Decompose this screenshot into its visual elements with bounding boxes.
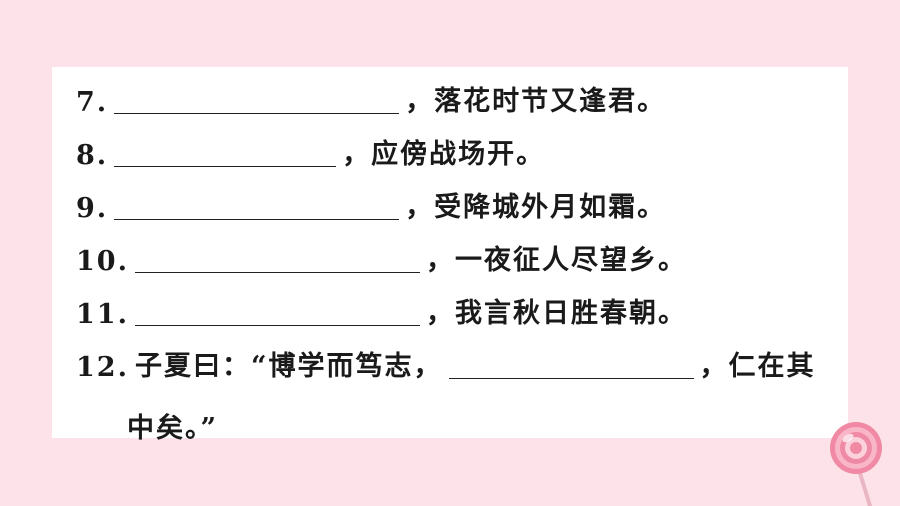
question-7: 7. ，落花时节又逢君。 [76,82,666,118]
question-11: 11. ，我言秋日胜春朝。 [76,294,687,330]
question-text: ，落花时节又逢君。 [405,86,667,117]
question-number: 8. [76,140,109,171]
question-text: ，仁在其 [699,351,816,382]
question-text: ，受降城外月如霜。 [405,192,667,223]
question-10: 10. ，一夜征人尽望乡。 [76,241,687,277]
question-12-continuation: 中矣。” [127,413,219,444]
answer-blank[interactable] [114,87,400,114]
question-text: ，一夜征人尽望乡。 [425,245,687,276]
question-card: 7. ，落花时节又逢君。 8. ，应傍战场开。 9. ，受降城外月如霜。 10.… [52,67,848,444]
question-number: 10. [76,246,129,277]
question-text-before: 子夏曰：“博学而笃志， [134,351,443,382]
answer-blank[interactable] [134,299,420,326]
question-number: 9. [76,193,109,224]
question-number: 11. [76,299,129,330]
question-text: ，我言秋日胜春朝。 [425,298,687,329]
answer-blank[interactable] [448,352,694,379]
answer-blank[interactable] [114,193,400,220]
question-text: ，应傍战场开。 [342,139,546,170]
question-number: 7. [76,87,109,118]
answer-blank[interactable] [114,140,337,167]
answer-blank[interactable] [134,246,420,273]
lollipop-icon [830,422,882,506]
question-12: 12. 子夏曰：“博学而笃志， ，仁在其 [76,347,816,383]
question-9: 9. ，受降城外月如霜。 [76,188,666,224]
question-number: 12. [76,352,129,383]
question-8: 8. ，应傍战场开。 [76,135,545,171]
